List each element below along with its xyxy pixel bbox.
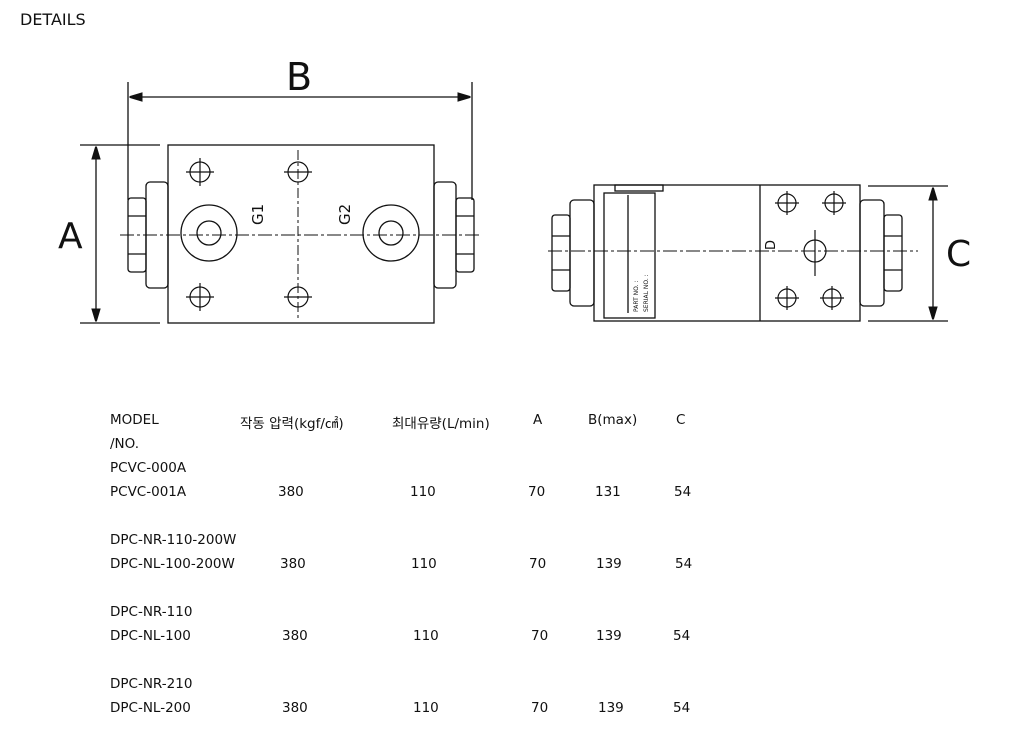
model-line2: PCVC-001A [110, 484, 187, 500]
header-b: B(max) [588, 412, 638, 428]
port-g2-label: G2 [336, 204, 354, 225]
dim-c: 54 [675, 556, 693, 572]
page-title: DETAILS [20, 10, 86, 29]
part-no-label: PART NO. : [633, 281, 640, 312]
model-line1: DPC-NR-110-200W [110, 532, 237, 548]
pressure: 380 [280, 556, 306, 572]
dim-b: 139 [598, 700, 624, 716]
model-line1: DPC-NR-210 [110, 676, 193, 692]
pressure: 380 [278, 484, 304, 500]
flow: 110 [410, 484, 436, 500]
model-line2: DPC-NL-100-200W [110, 556, 235, 572]
side-view: PART NO. : SERIAL NO. : D C [548, 184, 971, 322]
model-line2: DPC-NL-200 [110, 700, 191, 716]
dim-a: 70 [529, 556, 547, 572]
port-g1-label: G1 [249, 204, 267, 225]
dim-b-label: B [286, 55, 312, 99]
dim-c: 54 [674, 484, 692, 500]
dim-b: 139 [596, 628, 622, 644]
header-model: MODEL [110, 412, 159, 428]
dim-c: 54 [673, 628, 691, 644]
top-view: B A G1 G2 [58, 55, 482, 324]
dim-a: 70 [531, 628, 549, 644]
port-d-label: D [764, 240, 779, 250]
dim-c: 54 [673, 700, 691, 716]
dim-c-label: C [946, 234, 971, 275]
model-line1: PCVC-000A [110, 460, 187, 476]
serial-no-label: SERIAL NO. : [643, 274, 650, 312]
valve-drawing: B A G1 G2 PART NO. : SERIAL NO. : D C [58, 55, 971, 324]
dim-a: 70 [531, 700, 549, 716]
model-line2: DPC-NL-100 [110, 628, 191, 644]
dim-a-label: A [58, 216, 83, 257]
header-pressure: 작동 압력(kgf/㎠) [240, 416, 344, 432]
flow: 110 [413, 628, 439, 644]
flow: 110 [413, 700, 439, 716]
model-line1: DPC-NR-110 [110, 604, 193, 620]
dim-b: 131 [595, 484, 621, 500]
header-model-no: /NO. [110, 436, 140, 452]
flow: 110 [411, 556, 437, 572]
header-c: C [676, 412, 686, 428]
pressure: 380 [282, 700, 308, 716]
dim-b: 139 [596, 556, 622, 572]
header-a: A [533, 412, 543, 428]
header-flow: 최대유량(L/min) [392, 416, 490, 432]
dim-a: 70 [528, 484, 546, 500]
pressure: 380 [282, 628, 308, 644]
